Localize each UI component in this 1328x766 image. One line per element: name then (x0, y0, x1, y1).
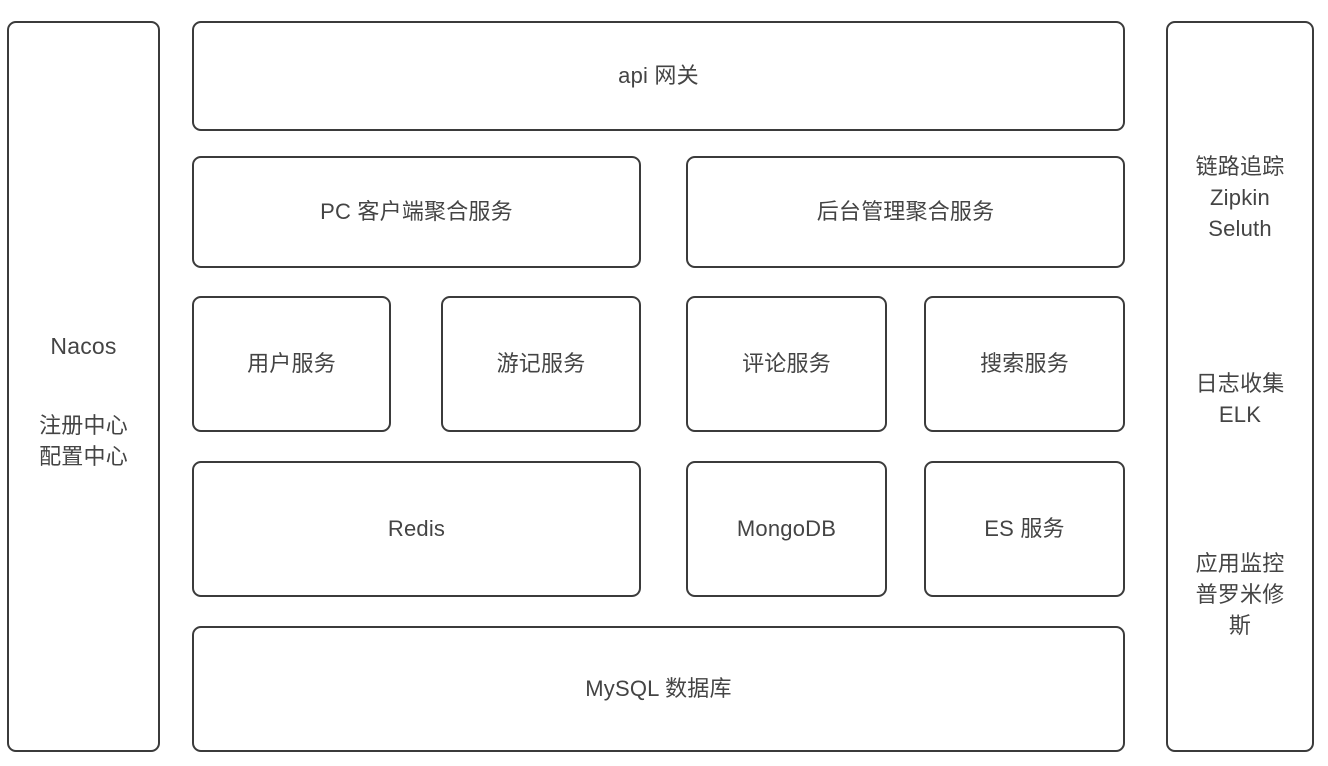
node-redis[interactable]: Redis (192, 461, 641, 597)
right-panel-observability[interactable]: 链路追踪 Zipkin Seluth 日志收集 ELK 应用监控 普罗米修 斯 (1166, 21, 1314, 752)
node-search-service[interactable]: 搜索服务 (924, 296, 1125, 432)
node-mysql-database-label: MySQL 数据库 (585, 675, 732, 701)
left-panel-nacos[interactable]: Nacos 注册中心 配置中心 (7, 21, 160, 752)
node-es-service[interactable]: ES 服务 (924, 461, 1125, 597)
node-mongodb[interactable]: MongoDB (686, 461, 887, 597)
node-comment-service[interactable]: 评论服务 (686, 296, 887, 432)
node-mysql-database[interactable]: MySQL 数据库 (192, 626, 1125, 752)
node-comment-service-label: 评论服务 (742, 350, 831, 376)
log-block-label: 日志收集 ELK (1195, 371, 1285, 428)
node-user-service-label: 用户服务 (247, 350, 336, 376)
nacos-subtitle: 注册中心 配置中心 (39, 413, 128, 470)
node-travel-note-service[interactable]: 游记服务 (441, 296, 641, 432)
node-es-service-label: ES 服务 (984, 515, 1065, 541)
node-search-service-label: 搜索服务 (980, 350, 1069, 376)
node-api-gateway-label: api 网关 (618, 62, 699, 88)
node-api-gateway[interactable]: api 网关 (192, 21, 1125, 131)
node-travel-note-service-label: 游记服务 (496, 350, 586, 376)
node-user-service[interactable]: 用户服务 (192, 296, 391, 432)
node-pc-client-aggregation-service-label: PC 客户端聚合服务 (320, 198, 513, 224)
nacos-title: Nacos (50, 333, 117, 359)
node-pc-client-aggregation-service[interactable]: PC 客户端聚合服务 (192, 156, 641, 268)
node-admin-aggregation-service[interactable]: 后台管理聚合服务 (686, 156, 1125, 268)
node-redis-label: Redis (387, 515, 446, 541)
node-admin-aggregation-service-label: 后台管理聚合服务 (816, 198, 995, 224)
trace-block-label: 链路追踪 Zipkin Seluth (1195, 154, 1285, 242)
node-mongodb-label: MongoDB (736, 515, 837, 541)
monitor-block-label: 应用监控 普罗米修 斯 (1195, 551, 1285, 639)
